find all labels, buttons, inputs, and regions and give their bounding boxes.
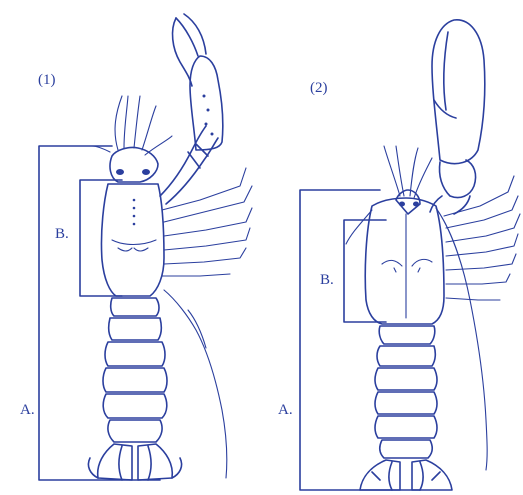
panel-1-lobster-drawing (88, 14, 252, 480)
panel-1-bracket-a (39, 146, 160, 480)
panel-2: (2) B. A. (278, 20, 520, 490)
panel-2-bracket-a (300, 190, 420, 490)
panel-1-bracket-a-label: A. (20, 402, 35, 418)
panel-2-lobster-drawing (346, 20, 520, 490)
panel-1: (1) B. A. (20, 14, 252, 480)
panel-2-bracket-b-label: B. (320, 272, 334, 288)
panel-1-bracket-b-label: B. (55, 226, 69, 242)
panel-2-number-label: (2) (310, 80, 328, 96)
panel-2-bracket-a-label: A. (278, 402, 293, 418)
panel-1-number-label: (1) (38, 72, 56, 88)
